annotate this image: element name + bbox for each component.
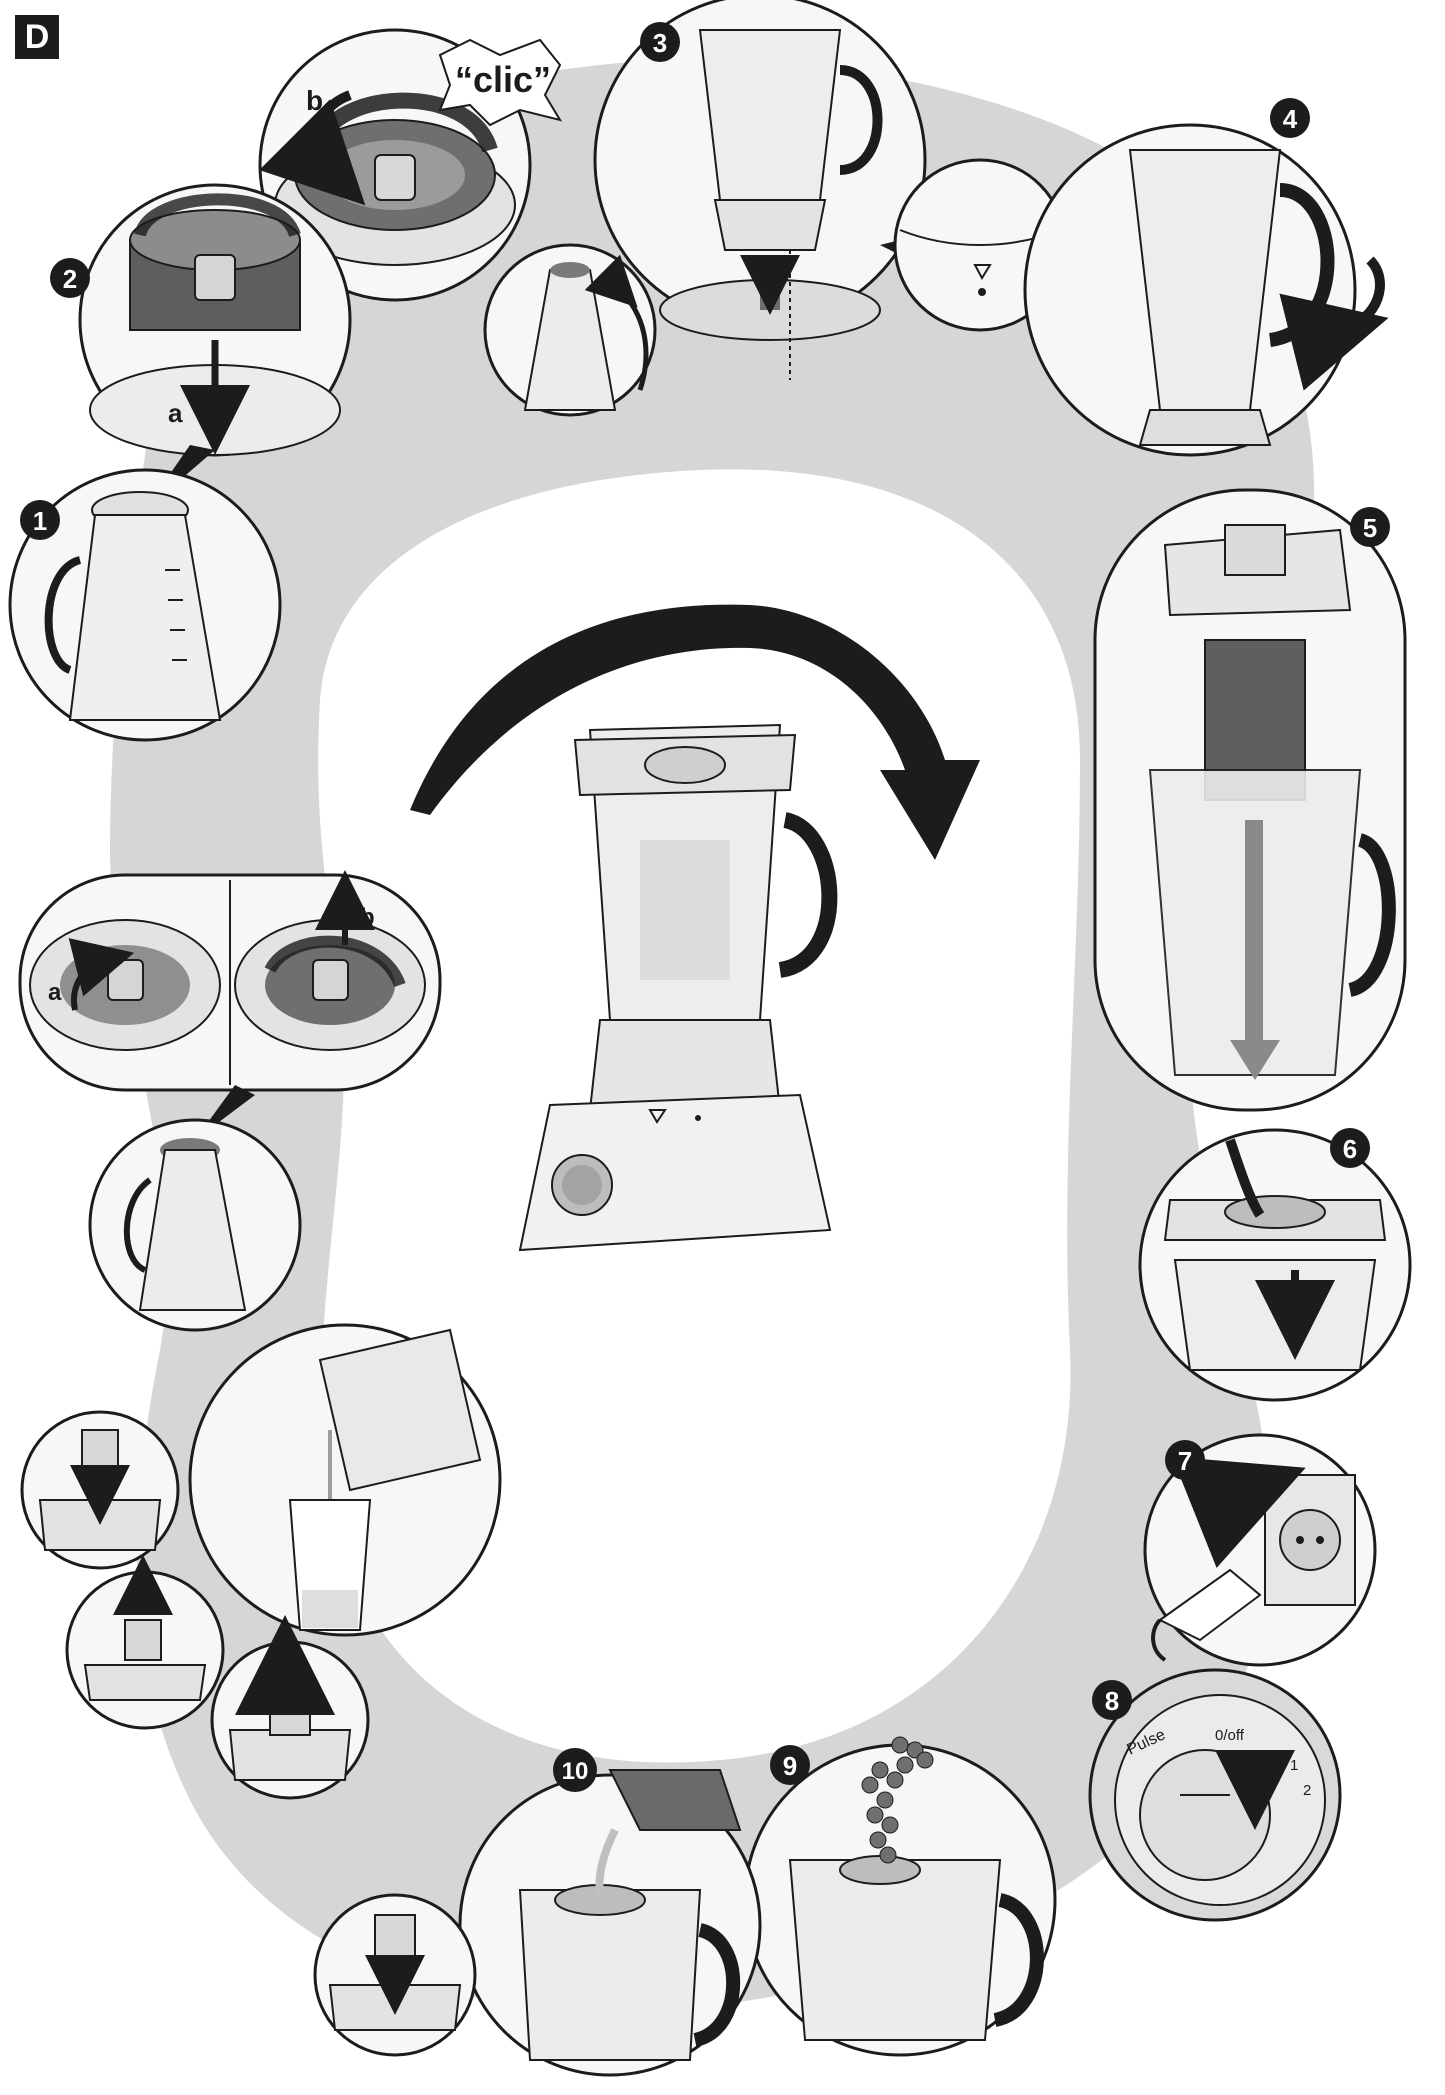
step-number-1: 1 [33,506,47,536]
step-number-4: 4 [1283,104,1298,134]
step7-panel: 7 [1143,1433,1377,1667]
dial-label-off: 0/off [1215,1727,1245,1744]
step-number-5: 5 [1363,513,1377,543]
disassemble-label-b: b [360,904,375,931]
disassemble-panel: a b [18,870,442,1092]
step-number-3: 3 [653,28,667,58]
step4-panel: 4 [1023,98,1389,457]
step8-dial-panel: Pulse 0/off 1 2 8 [1088,1668,1342,1922]
step9-panel: 9 [743,1736,1057,2057]
clic-callout: “clic” [455,59,551,100]
lid-insert-detail [313,1893,477,2057]
step10-panel: 10 [458,1748,762,2077]
step-number-10: 10 [562,1758,589,1785]
step2-label-b: b [306,85,323,116]
dial-label-2: 2 [1303,1782,1311,1799]
disassemble-label-a: a [48,979,62,1006]
step3-detail-jug [483,243,657,417]
dial-label-1: 1 [1290,1757,1298,1774]
pour-panel [188,1323,502,1637]
lid-step-c [210,1615,370,1800]
step3-panel: 3 [593,0,927,380]
step2b-panel: b “clic” [258,28,563,302]
step-number-2: 2 [63,264,77,294]
central-curved-arrow [410,604,980,860]
background-swoosh [110,59,1315,2011]
disassemble-jug-detail [88,1118,302,1332]
step6-panel: 6 [1138,1128,1412,1402]
step2-label-a: a [168,398,183,428]
central-blender [518,723,838,1252]
step2-panel: a 2 [50,183,352,457]
step-number-9: 9 [783,1751,797,1781]
step-number-8: 8 [1105,1686,1119,1716]
section-letter-badge: D [15,15,59,59]
step-number-7: 7 [1178,1446,1192,1476]
step1-panel: 1 [8,468,282,742]
step-number-6: 6 [1343,1134,1357,1164]
lid-step-b [65,1555,225,1730]
step5-panel: 5 [1093,488,1407,1112]
lid-step-a [20,1410,180,1570]
